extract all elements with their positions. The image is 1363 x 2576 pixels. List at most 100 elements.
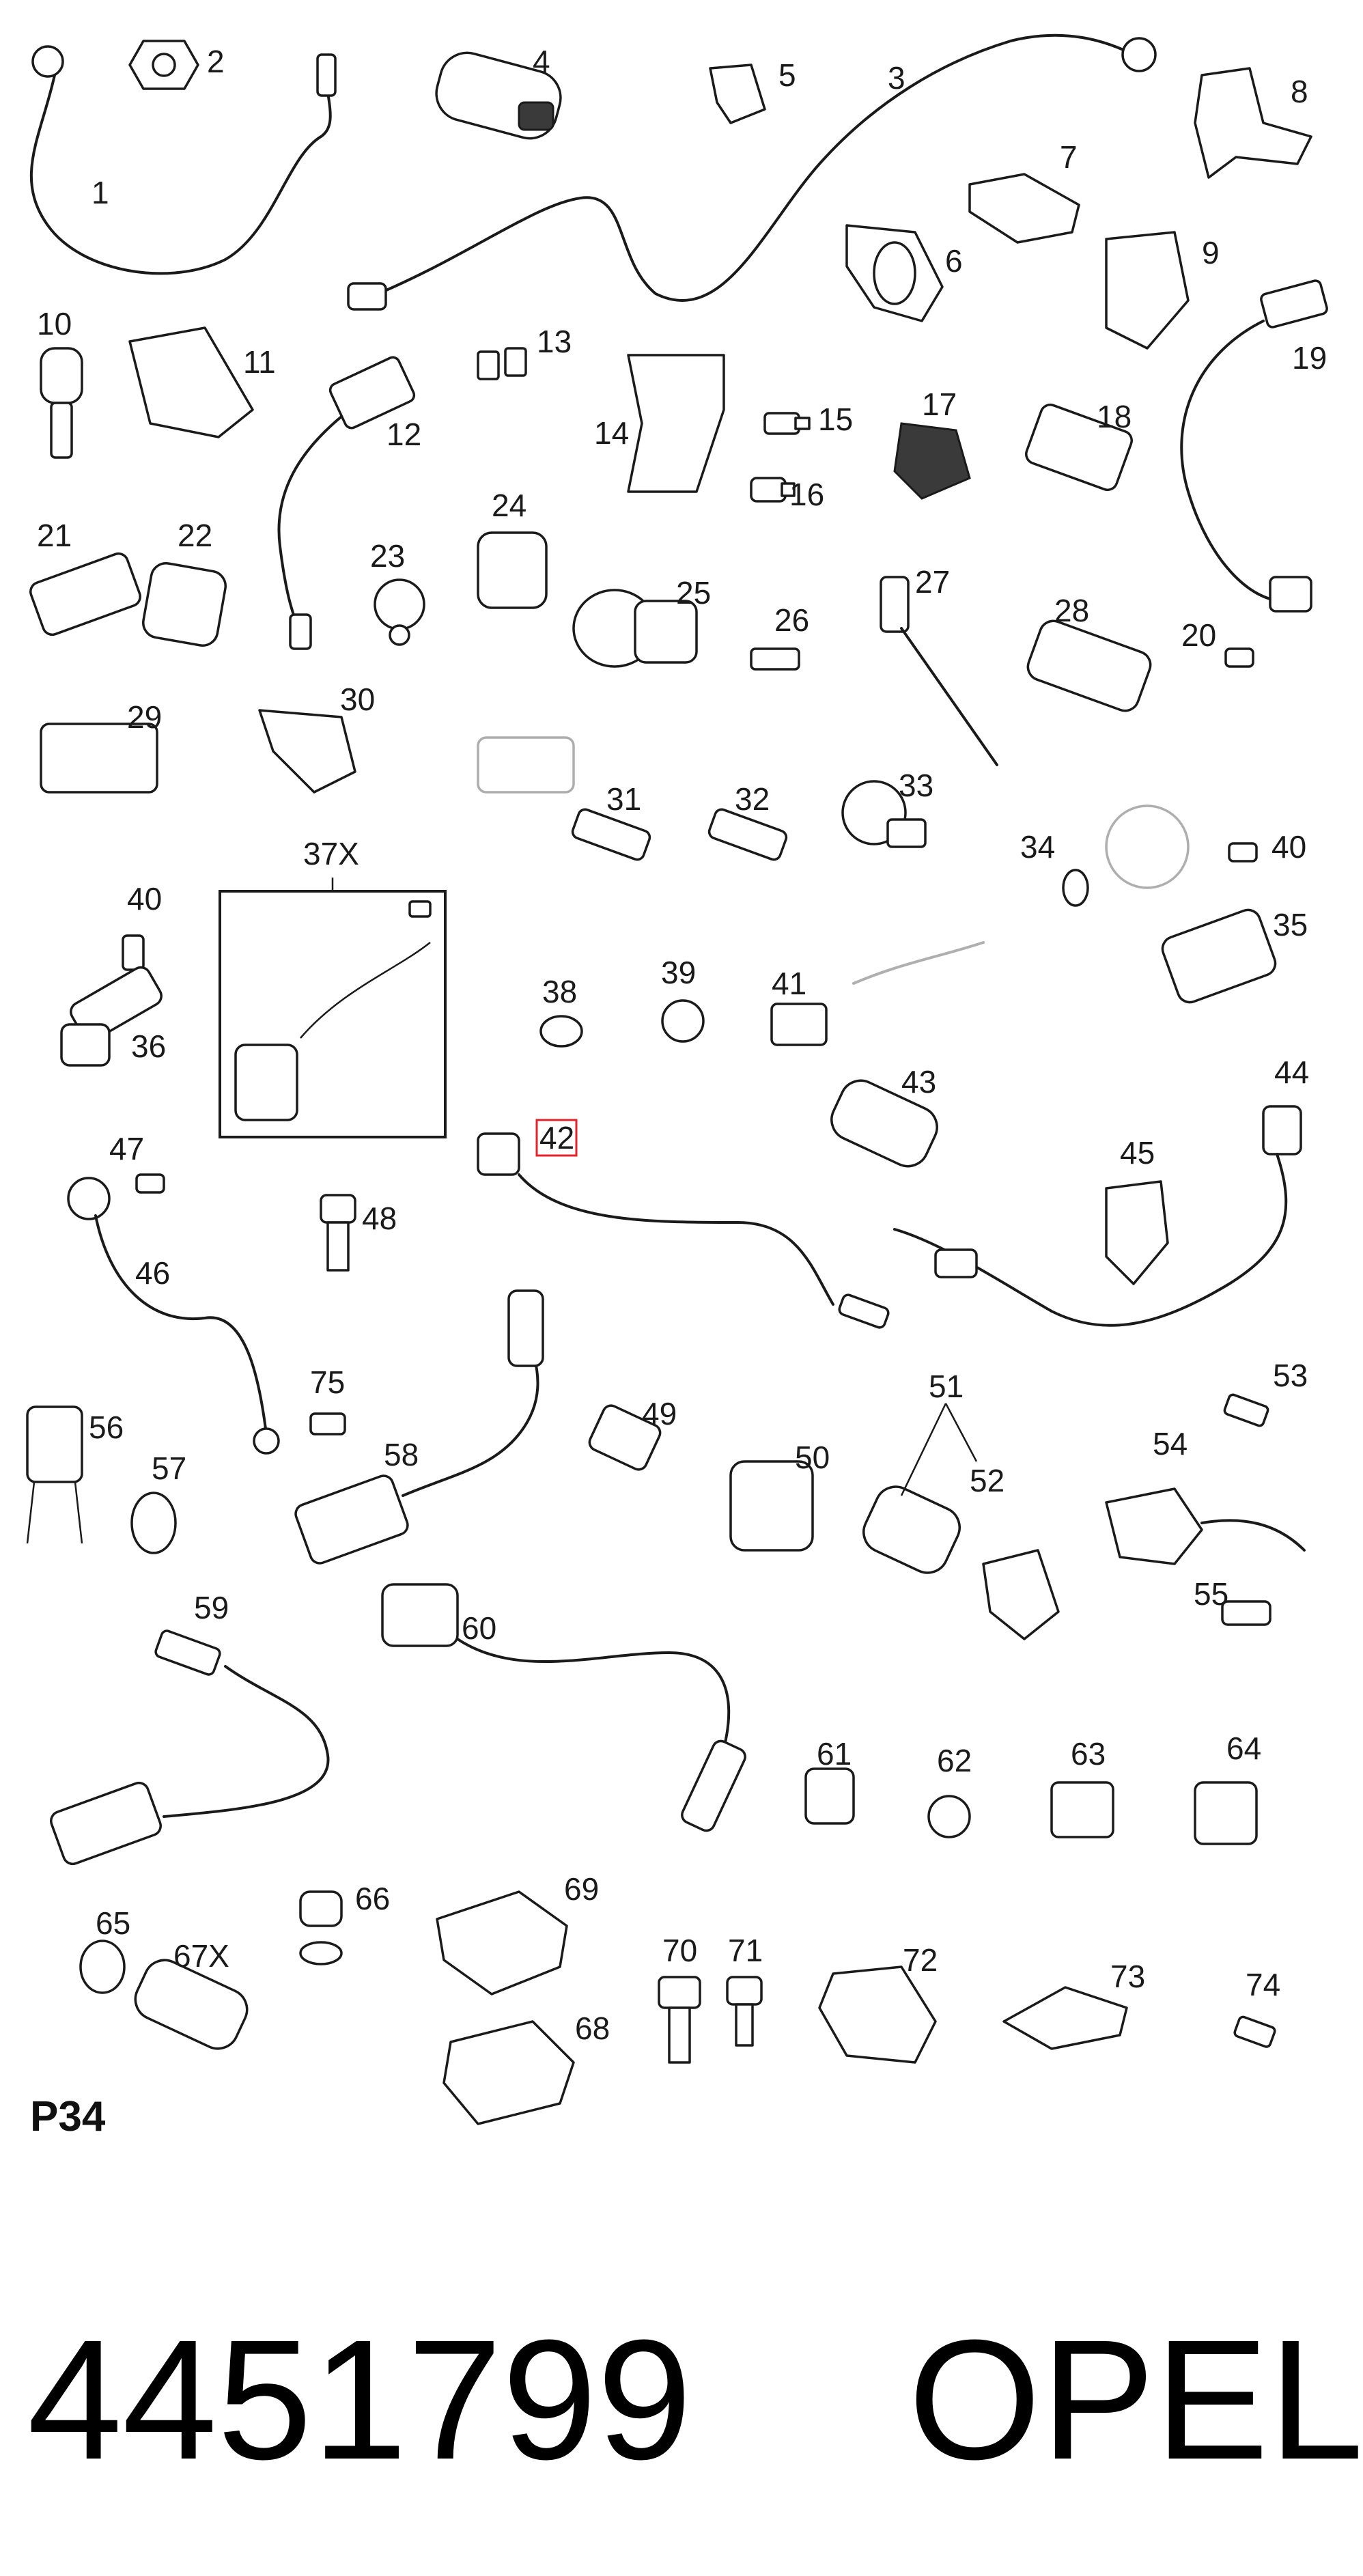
part-70-bolt — [658, 1976, 701, 2064]
part-6-connector-housing — [845, 224, 944, 322]
callout-37x: 37X — [303, 836, 359, 871]
callout-68: 68 — [575, 2011, 610, 2046]
callout-14: 14 — [594, 415, 629, 451]
callout-26: 26 — [774, 602, 809, 638]
callout-57: 57 — [152, 1451, 186, 1486]
part-1-wheel-speed-sensor-cable — [29, 45, 337, 275]
part-72-holder — [818, 1965, 937, 2064]
callout-12: 12 — [387, 417, 421, 452]
callout-44: 44 — [1274, 1054, 1309, 1090]
callout-40-right: 40 — [1271, 829, 1306, 865]
callout-24: 24 — [492, 488, 526, 523]
part-10-sensor — [40, 347, 83, 459]
callout-51: 51 — [929, 1369, 964, 1404]
part-12-sensor-with-connector — [277, 356, 416, 650]
callout-75: 75 — [310, 1364, 345, 1400]
part-faded-sensor-b — [1105, 804, 1190, 889]
part-75-screw — [309, 1412, 346, 1436]
part-40-screw-right — [1228, 842, 1258, 863]
callout-54: 54 — [1153, 1426, 1188, 1461]
part-29-map-sensor — [40, 723, 158, 794]
callout-18: 18 — [1097, 399, 1132, 434]
part-63-clip — [1050, 1781, 1114, 1838]
callout-27: 27 — [915, 564, 950, 600]
part-22-connector — [142, 562, 227, 647]
callout-16: 16 — [789, 477, 824, 512]
part-67x-pressure-switch — [134, 1959, 249, 2050]
part-51-sensor — [862, 1403, 978, 1574]
callout-71: 71 — [728, 1933, 763, 1968]
callout-33: 33 — [899, 768, 933, 803]
callout-13: 13 — [537, 324, 572, 359]
part-number: 4451799 — [27, 2304, 692, 2495]
part-56-connector — [26, 1405, 83, 1544]
part-23-clip — [374, 578, 425, 646]
part-48-bolt — [320, 1194, 356, 1272]
part-43-pressure-sensor — [830, 1079, 938, 1168]
callout-53: 53 — [1273, 1358, 1308, 1393]
callout-74: 74 — [1246, 1967, 1280, 2002]
part-5-clip — [709, 64, 766, 124]
part-62-clip — [927, 1795, 971, 1838]
part-58-sensor-cable — [294, 1289, 544, 1565]
callout-56: 56 — [89, 1410, 124, 1445]
callout-20: 20 — [1181, 617, 1216, 653]
part-21-sensor — [29, 552, 141, 636]
part-66-seal — [299, 1941, 343, 1965]
callout-65: 65 — [96, 1905, 130, 1941]
part-36-sensor — [60, 966, 163, 1067]
part-faded-sensor-a — [477, 736, 575, 794]
part-19-sensor-cable — [1180, 279, 1328, 613]
callout-59: 59 — [194, 1590, 229, 1625]
callout-22: 22 — [178, 518, 212, 553]
part-38-o-ring — [539, 1015, 583, 1048]
part-31-bolt — [571, 808, 651, 861]
callout-2: 2 — [207, 44, 225, 79]
section-code: P34 — [30, 2093, 106, 2140]
part-4-pressure-switch — [435, 51, 562, 140]
part-65-o-ring — [79, 1940, 126, 1994]
callout-9: 9 — [1202, 235, 1220, 270]
part-55-screw — [1221, 1600, 1271, 1626]
part-20-screw — [1224, 647, 1254, 668]
part-69-airbag-module — [436, 1890, 568, 1996]
part-13-clips — [477, 347, 527, 380]
callout-36: 36 — [131, 1028, 166, 1064]
callout-35: 35 — [1273, 907, 1308, 942]
part-52-bracket — [982, 1549, 1060, 1640]
part-68-airbag-module — [442, 2020, 575, 2125]
callout-39: 39 — [661, 955, 696, 990]
callout-5: 5 — [778, 57, 796, 93]
callout-73: 73 — [1110, 1959, 1145, 1994]
callout-3: 3 — [888, 60, 905, 96]
callout-23: 23 — [370, 538, 405, 574]
callout-45: 45 — [1120, 1135, 1155, 1171]
callout-15: 15 — [818, 402, 853, 437]
callout-30: 30 — [340, 682, 375, 717]
part-34-o-ring — [1062, 869, 1089, 907]
callout-62: 62 — [937, 1743, 972, 1778]
part-47-screw — [135, 1173, 165, 1194]
part-61-nut — [804, 1767, 855, 1825]
part-53-screw — [1223, 1393, 1269, 1427]
callout-28: 28 — [1054, 593, 1089, 628]
callout-4: 4 — [533, 44, 550, 79]
part-60-lambda-sensor — [381, 1583, 746, 1832]
part-30-bracket — [258, 709, 356, 794]
callout-10: 10 — [37, 306, 72, 341]
callout-40-left: 40 — [127, 881, 162, 916]
callout-41: 41 — [772, 966, 806, 1001]
part-25-crankshaft-sensor — [572, 589, 698, 668]
callout-7: 7 — [1060, 139, 1078, 175]
part-59-lambda-sensor — [50, 1629, 330, 1866]
part-46-sensor-cable — [67, 1177, 280, 1455]
part-37x-kit-box — [219, 878, 447, 1138]
callout-70: 70 — [662, 1933, 697, 1968]
callout-1: 1 — [92, 175, 109, 210]
part-18-temperature-sensor — [1025, 403, 1133, 492]
part-41-connector — [770, 1003, 828, 1046]
part-2-nut — [128, 40, 199, 90]
part-42-highlighted-sensor-cable — [477, 1132, 890, 1329]
part-40-screw-left — [122, 934, 145, 971]
callout-6: 6 — [945, 243, 963, 279]
